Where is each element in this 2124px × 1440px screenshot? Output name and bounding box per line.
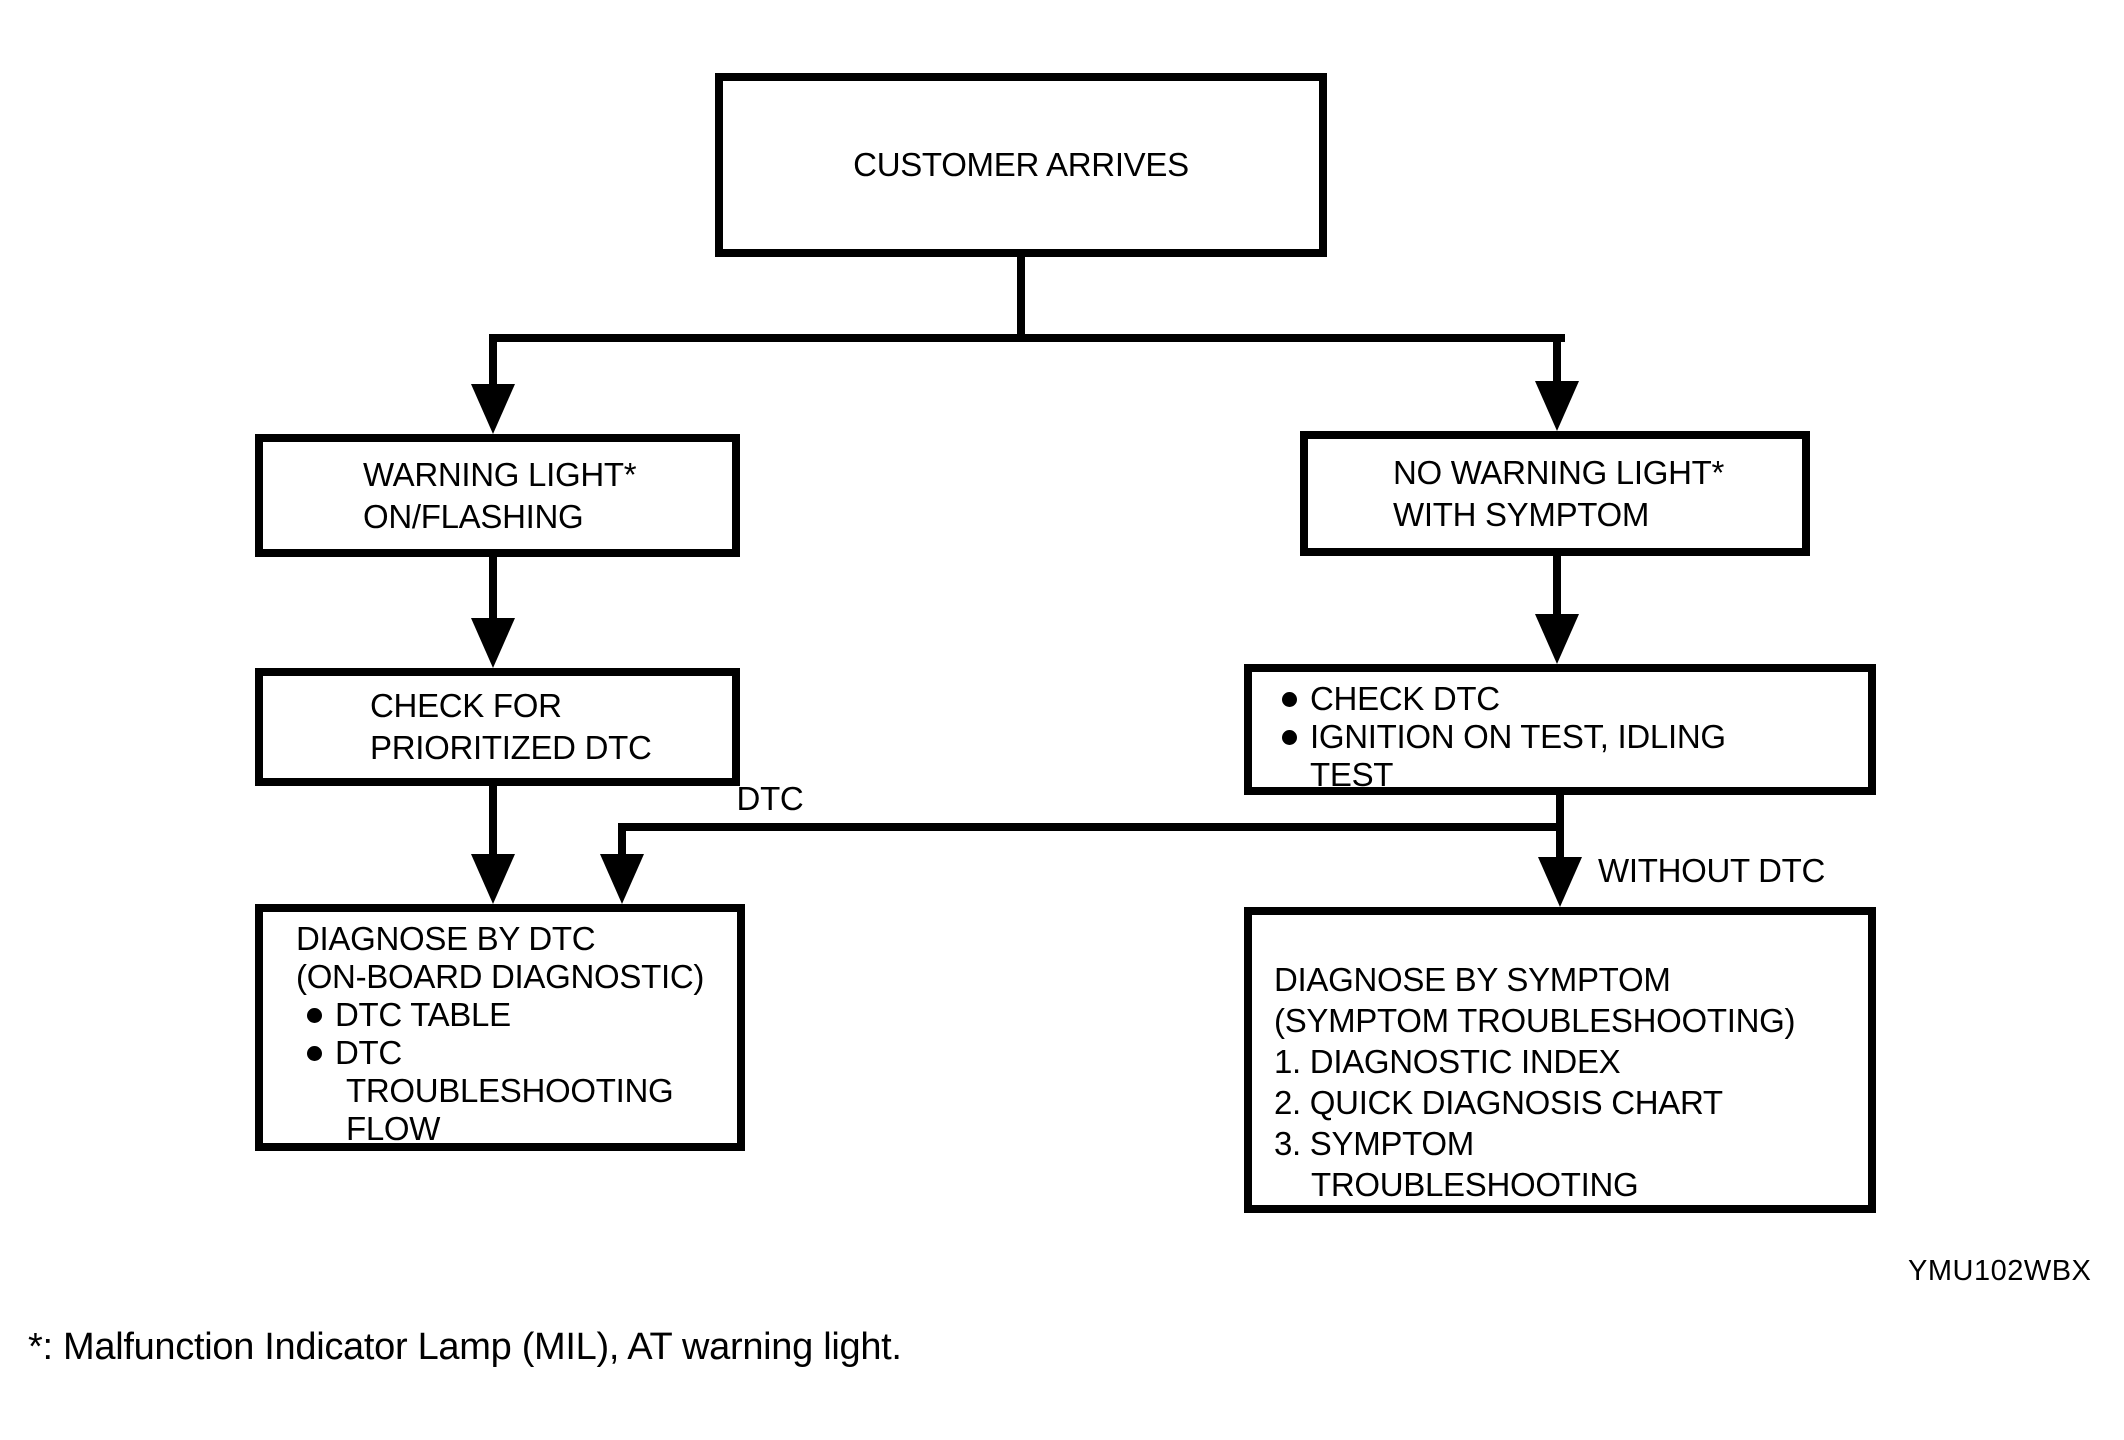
arrowhead-dtc-into-diagnose-dtc-icon — [600, 854, 644, 904]
footnote: *: Malfunction Indicator Lamp (MIL), AT … — [28, 1326, 902, 1368]
diagnose-symptom-heading-1: DIAGNOSE BY SYMPTOM — [1274, 961, 1671, 998]
node-check-prioritized-dtc: CHECK FOR PRIORITIZED DTC — [255, 668, 740, 786]
diagnose-dtc-heading-2: (ON-BOARD DIAGNOSTIC) — [296, 958, 705, 995]
node-diagnose-by-symptom: DIAGNOSE BY SYMPTOM (SYMPTOM TROUBLESHOO… — [1244, 907, 1876, 1213]
node-check-prioritized-dtc-line1: CHECK FOR — [370, 687, 562, 724]
connector-warning-to-check — [489, 555, 497, 623]
arrowhead-into-no-warning-icon — [1535, 381, 1579, 431]
arrowhead-into-check-dtc-icon — [1535, 614, 1579, 664]
connector-dtc-horizontal — [618, 823, 1564, 831]
bullet-icon — [307, 1008, 322, 1023]
connector-no-warning-to-check-dtc — [1553, 554, 1561, 619]
arrowhead-into-diagnose-symptom-icon — [1538, 857, 1582, 907]
diagnose-dtc-bullet-1: DTC TABLE — [307, 996, 733, 1034]
bullet-icon — [1282, 692, 1297, 707]
connector-check-to-diagnose-dtc — [489, 784, 497, 860]
diagnose-dtc-bullet-2-text: DTC — [335, 1034, 402, 1071]
node-warning-light: WARNING LIGHT* ON/FLASHING — [255, 434, 740, 557]
arrowhead-into-diagnose-dtc-icon — [471, 854, 515, 904]
diagnose-dtc-heading-1: DIAGNOSE BY DTC — [296, 920, 596, 957]
arrowhead-into-warning-icon — [471, 384, 515, 434]
node-warning-light-line1: WARNING LIGHT* — [363, 455, 637, 493]
check-dtc-bullet-1: CHECK DTC — [1282, 680, 1862, 718]
node-check-prioritized-dtc-line2: PRIORITIZED DTC — [370, 729, 652, 766]
diagnose-dtc-bullet-1-text: DTC TABLE — [335, 996, 511, 1033]
connector-branch-horizontal — [489, 334, 1565, 342]
diagnose-dtc-bullet-2: DTC — [307, 1034, 733, 1072]
check-dtc-bullet-2-text: IGNITION ON TEST, IDLING — [1310, 718, 1726, 755]
bullet-icon — [1282, 730, 1297, 745]
check-dtc-bullet-1-text: CHECK DTC — [1310, 680, 1500, 717]
node-customer-arrives-label: CUSTOMER ARRIVES — [853, 146, 1189, 183]
diagnose-symptom-item-2: 2. QUICK DIAGNOSIS CHART — [1274, 1084, 1723, 1121]
diagnose-symptom-item-1: 1. DIAGNOSTIC INDEX — [1274, 1043, 1621, 1080]
node-diagnose-by-dtc: DIAGNOSE BY DTC (ON-BOARD DIAGNOSTIC) DT… — [255, 904, 745, 1151]
edge-label-dtc: DTC — [736, 780, 804, 817]
connector-customer-stem — [1017, 253, 1025, 342]
check-dtc-bullet-2: IGNITION ON TEST, IDLING — [1282, 718, 1862, 756]
figure-code: YMU102WBX — [1908, 1255, 2092, 1287]
node-customer-arrives: CUSTOMER ARRIVES — [715, 73, 1327, 257]
diagnose-symptom-item-3: 3. SYMPTOM — [1274, 1125, 1474, 1162]
bullet-icon — [307, 1046, 322, 1061]
check-dtc-bullet-2-continuation: TEST — [1310, 756, 1394, 793]
diagnose-symptom-heading-2: (SYMPTOM TROUBLESHOOTING) — [1274, 1002, 1796, 1039]
arrowhead-into-check-prioritized-icon — [471, 618, 515, 668]
connector-dtc-left-drop — [618, 823, 626, 863]
node-no-warning-light-line1: NO WARNING LIGHT* — [1393, 453, 1725, 491]
connector-branch-right-drop — [1553, 334, 1561, 387]
diagnose-dtc-bullet-2-continuation-2: FLOW — [346, 1110, 441, 1147]
node-no-warning-light-line2: WITH SYMPTOM — [1393, 495, 1650, 533]
diagnose-dtc-bullet-2-continuation-1: TROUBLESHOOTING — [346, 1072, 674, 1109]
node-no-warning-light: NO WARNING LIGHT* WITH SYMPTOM — [1300, 431, 1810, 556]
node-warning-light-line2: ON/FLASHING — [363, 497, 584, 535]
edge-label-without-dtc: WITHOUT DTC — [1598, 852, 1826, 889]
node-check-dtc: CHECK DTC IGNITION ON TEST, IDLING TEST — [1244, 664, 1876, 795]
connector-branch-left-drop — [489, 334, 497, 390]
diagnose-symptom-item-3-continuation: TROUBLESHOOTING — [1311, 1166, 1639, 1203]
